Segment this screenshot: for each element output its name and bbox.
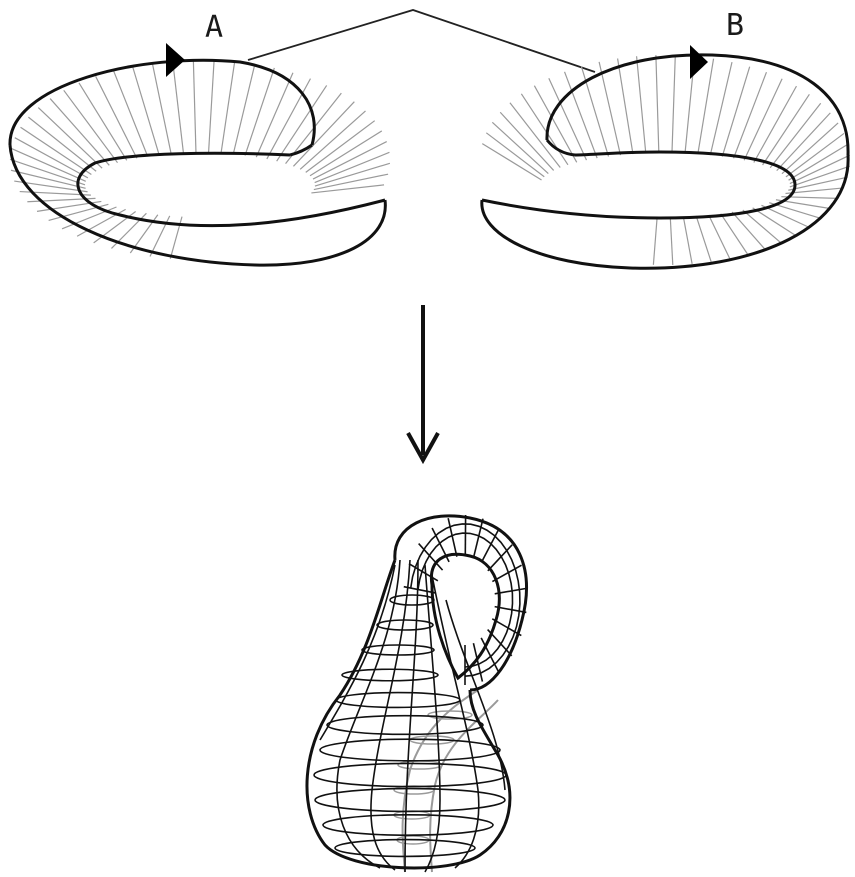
- band-ruling-line: [710, 62, 732, 155]
- band-ruling-line: [732, 212, 764, 249]
- band-ruling-line: [293, 102, 354, 167]
- band-b-label: B: [726, 8, 744, 43]
- band-a-label: A: [205, 10, 223, 45]
- klein-handle-rung: [481, 529, 499, 562]
- band-ruling-line: [21, 127, 92, 174]
- band-ruling-line: [114, 71, 148, 157]
- band-a-lower-edge: [10, 145, 385, 265]
- band-ruling-line: [314, 174, 388, 189]
- klein-body-ring: [315, 789, 505, 812]
- klein-body-outline: [307, 560, 510, 868]
- band-ruling-line: [173, 61, 184, 153]
- band-ruling-line: [683, 217, 692, 264]
- band-ruling-line: [672, 55, 675, 153]
- band-ruling-line: [734, 72, 767, 158]
- band-ruling-line: [209, 60, 215, 153]
- klein-body-ring: [336, 693, 460, 708]
- band-ruling-line: [653, 217, 657, 265]
- klein-body-ring: [377, 620, 433, 630]
- band-ruling-line: [221, 62, 235, 154]
- band-ruling-line: [722, 67, 749, 157]
- klein-handle-rung: [488, 545, 512, 571]
- band-ruling-line: [233, 64, 255, 154]
- band-b-inner-edge: [482, 152, 795, 218]
- band-ruling-line: [79, 83, 127, 160]
- band-ruling-line: [482, 144, 541, 180]
- band-ruling-line: [500, 112, 553, 170]
- connector-line: [248, 10, 595, 72]
- band-ruling-line: [753, 208, 795, 235]
- band-ruling-line: [786, 133, 844, 176]
- band-a-rulings: [10, 60, 390, 259]
- band-ruling-line: [696, 216, 711, 262]
- klein-handle-rung: [419, 544, 443, 571]
- band-ruling-line: [637, 56, 646, 153]
- mobius-band-a: A: [10, 10, 390, 265]
- band-ruling-line: [743, 210, 780, 242]
- klein-inner-ring: [398, 761, 442, 769]
- arrow-down-icon: [408, 305, 438, 460]
- band-ruling-line: [599, 62, 620, 155]
- mobius-band-b: B: [482, 8, 850, 268]
- band-ruling-line: [782, 123, 838, 174]
- klein-body-meridian: [337, 560, 400, 868]
- band-ruling-line: [245, 68, 274, 156]
- band-ruling-line: [744, 79, 782, 161]
- klein-body-meridian: [446, 600, 505, 790]
- klein-bottle: [307, 515, 526, 872]
- band-ruling-line: [789, 144, 848, 180]
- band-ruling-line: [698, 59, 714, 154]
- klein-handle-rung: [481, 638, 498, 672]
- klein-handle-rung: [488, 630, 512, 656]
- band-a-outer-edge: [10, 60, 314, 145]
- band-ruling-line: [50, 99, 109, 166]
- band-ruling-line: [300, 111, 365, 169]
- band-ruling-line: [618, 59, 633, 155]
- band-ruling-line: [492, 122, 548, 173]
- band-b-rulings: [482, 55, 850, 265]
- triangle-arrow-icon: [166, 43, 185, 77]
- band-ruling-line: [670, 217, 673, 265]
- band-ruling-line: [770, 103, 820, 167]
- band-ruling-line: [311, 185, 384, 193]
- band-ruling-line: [777, 113, 831, 171]
- band-ruling-line: [96, 76, 137, 158]
- klein-body-ring: [323, 815, 493, 835]
- triangle-arrow-icon: [690, 45, 708, 79]
- band-ruling-line: [38, 108, 102, 169]
- band-ruling-line: [193, 60, 196, 153]
- band-ruling-line: [656, 55, 659, 153]
- band-ruling-line: [486, 133, 544, 177]
